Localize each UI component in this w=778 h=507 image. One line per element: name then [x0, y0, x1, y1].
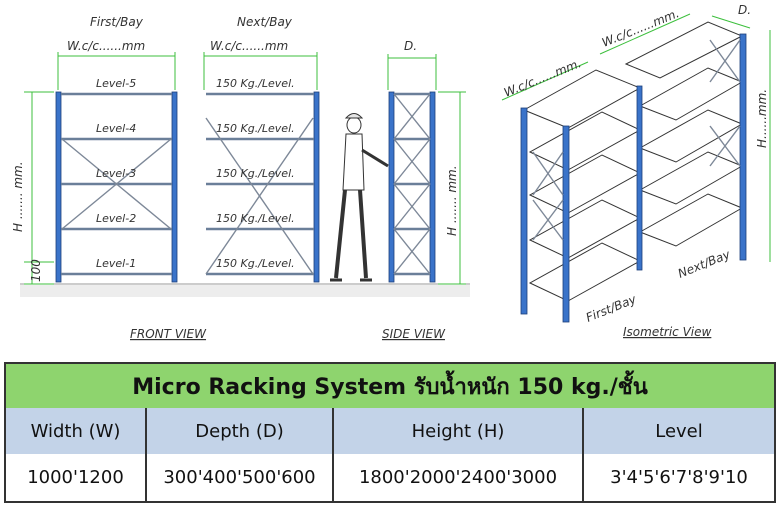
upright-post — [520, 107, 528, 315]
bay-label-next: Next/Bay — [237, 15, 293, 29]
level-label: Level-3 — [96, 167, 136, 180]
table-header-row: Width (W) Depth (D) Height (H) Level — [6, 408, 774, 456]
side-view: D. H ....... mm. SIDE VIEW — [382, 39, 466, 341]
ground-hatch — [20, 285, 470, 297]
front-view: First/Bay Next/Bay W.c/c......mm W.c/c..… — [11, 15, 470, 341]
load-label: 150 Kg./Level. — [216, 212, 295, 225]
header-width: Width (W) — [6, 408, 147, 454]
upright-post — [313, 91, 320, 283]
table-row: 1000'1200 300'400'500'600 1800'2000'2400… — [6, 454, 774, 501]
level-label: Level-5 — [96, 77, 136, 90]
rack-drawing: First/Bay Next/Bay W.c/c......mm W.c/c..… — [11, 3, 771, 341]
upright-post — [55, 91, 62, 283]
iso-next-bay-label: Next/Bay — [676, 247, 733, 281]
width-dimension-next: W.c/c......mm — [210, 39, 288, 53]
upright-post — [388, 91, 395, 283]
header-depth: Depth (D) — [147, 408, 334, 454]
iso-height-label: H......mm. — [755, 89, 769, 148]
load-label: 150 Kg./Level. — [216, 77, 295, 90]
header-level: Level — [655, 420, 703, 442]
upright-post — [429, 91, 436, 283]
base-dimension-label: 100 — [29, 259, 43, 282]
iso-width-dimension-line — [501, 61, 589, 101]
side-view-caption: SIDE VIEW — [382, 327, 446, 341]
upright-post — [636, 85, 643, 271]
header-height: Height (H) — [334, 408, 584, 454]
load-label: 150 Kg./Level. — [216, 257, 295, 270]
value-width: 1000'1200 — [6, 454, 147, 501]
iso-width-dimension-line — [599, 13, 691, 55]
height-dimension-label: H ....... mm. — [445, 165, 459, 236]
upright-post — [739, 33, 747, 261]
isometric-view: W.c/c......mm. W.c/c......mm. D. H......… — [501, 3, 771, 339]
cross-braces-iso — [532, 39, 741, 241]
value-depth: 300'400'500'600 — [147, 454, 334, 501]
level-label: Level-4 — [96, 122, 136, 135]
level-label: Level-2 — [96, 212, 136, 225]
table-title-row: Micro Racking System รับน้ำหนัก 150 kg./… — [6, 364, 774, 410]
iso-first-bay-label: First/Bay — [584, 292, 639, 325]
load-label: 150 Kg./Level. — [216, 122, 295, 135]
table-title: Micro Racking System รับน้ำหนัก 150 kg./… — [132, 374, 648, 400]
upright-post — [171, 91, 178, 283]
person-figure — [330, 113, 389, 282]
beams-next-bay — [206, 92, 314, 276]
iso-depth-dimension-line — [711, 15, 751, 29]
height-dimension-label: H ....... mm. — [11, 161, 25, 232]
width-dimension-first: W.c/c......mm — [67, 39, 145, 53]
front-view-caption: FRONT VIEW — [130, 327, 207, 341]
iso-shelves-first-bay — [522, 69, 642, 302]
value-height: 1800'2000'2400'3000 — [334, 454, 584, 501]
value-level: 3'4'5'6'7'8'9'10 — [610, 467, 748, 488]
depth-dimension-label: D. — [404, 39, 417, 53]
isometric-view-caption: Isometric View — [623, 325, 712, 339]
cross-braces-side — [393, 93, 431, 275]
beams-first-bay — [61, 92, 172, 276]
upright-post — [562, 125, 570, 323]
level-label: Level-1 — [96, 257, 136, 270]
iso-shelves-next-bay — [624, 21, 744, 247]
cross-braces-front — [61, 117, 314, 275]
iso-depth-label: D. — [738, 3, 751, 17]
spec-table: Micro Racking System รับน้ำหนัก 150 kg./… — [4, 362, 776, 503]
bay-label-first: First/Bay — [90, 15, 144, 29]
load-label: 150 Kg./Level. — [216, 167, 295, 180]
